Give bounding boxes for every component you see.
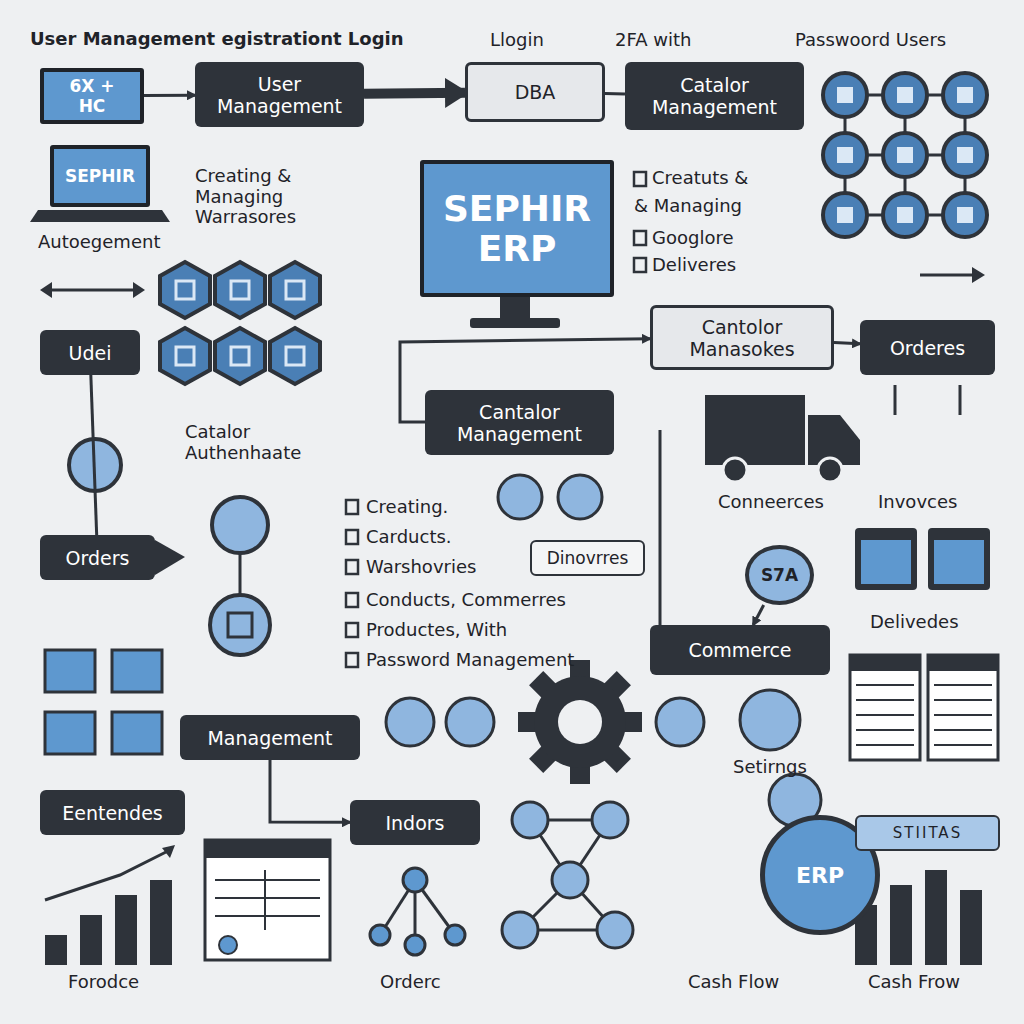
node-text: ERP <box>796 863 844 888</box>
text-label: Delivedes <box>870 612 959 633</box>
process-box: DBA <box>465 62 605 122</box>
process-box: SEPHIR ERP <box>420 160 614 297</box>
process-box: Dinovrres <box>530 540 645 576</box>
connector-arrow <box>144 94 195 97</box>
text-label: Autoegement <box>38 232 160 253</box>
node-text: DBA <box>515 81 556 103</box>
process-box: Cantolor Manasokes <box>650 305 834 370</box>
node-text: User Management <box>205 73 354 117</box>
text-label: Creating. <box>366 497 448 518</box>
text-label: Creating & Managing Warrasores <box>195 166 370 228</box>
text-label: Creatuts & <box>652 168 748 189</box>
node-text: Eentendes <box>62 802 163 824</box>
text-label: Conducts, Commerres <box>366 590 566 611</box>
process-box: Cantalor Management <box>425 390 614 455</box>
text-label: Cash Frow <box>868 972 960 993</box>
node-text: STIITAS <box>893 824 962 842</box>
text-label: Orderc <box>380 972 441 993</box>
text-label: Googlore <box>652 228 734 249</box>
text-label: Invovces <box>878 492 957 513</box>
process-box: Eentendes <box>40 790 185 835</box>
process-box: Orders <box>40 535 155 580</box>
diagram-title: User Management egistrationt Login <box>30 28 404 49</box>
text-label: 2FA with <box>615 30 691 51</box>
text-label: Productes, With <box>366 620 507 641</box>
node-text: Commerce <box>688 639 791 661</box>
node-text: 6X + HC <box>54 76 130 116</box>
connector-arrow <box>270 760 350 822</box>
node-text: Catalor Management <box>635 74 794 118</box>
node-text: SEPHIR ERP <box>434 189 600 268</box>
text-label: Password Management <box>366 650 574 671</box>
process-box: S7A <box>745 545 814 605</box>
connector-arrow <box>91 375 97 535</box>
process-box: Commerce <box>650 625 830 675</box>
text-label: Deliveres <box>652 255 736 276</box>
text-label: Forodce <box>68 972 139 993</box>
process-box: SEPHIR <box>50 145 150 207</box>
connector-arrow <box>364 88 465 99</box>
text-label: Carducts. <box>366 527 452 548</box>
text-label: Warshovries <box>366 557 476 578</box>
text-label: Catalor Authenhaate <box>185 422 345 463</box>
text-label: Llogin <box>490 30 544 51</box>
node-text: Orders <box>66 547 130 569</box>
node-text: Cantolor Manasokes <box>663 316 821 360</box>
process-box: STIITAS <box>855 815 1000 851</box>
process-box: Management <box>180 715 360 760</box>
node-text: Management <box>207 727 332 749</box>
node-text: Dinovrres <box>547 548 629 568</box>
node-text: Udei <box>69 342 112 364</box>
text-label: Setirngs <box>733 757 807 778</box>
node-text: Orderes <box>890 337 965 359</box>
process-box: Catalor Management <box>625 62 804 130</box>
connector-arrow <box>605 92 625 95</box>
node-text: Indors <box>385 812 444 834</box>
connector-arrow <box>834 342 860 343</box>
process-box: Orderes <box>860 320 995 375</box>
process-box: Udei <box>40 330 140 375</box>
text-label: Conneerces <box>718 492 824 513</box>
text-label: Cash Flow <box>688 972 779 993</box>
text-label: Passwoord Users <box>795 30 946 51</box>
node-text: S7A <box>761 565 798 585</box>
node-text: Cantalor Management <box>435 401 604 445</box>
node-text: SEPHIR <box>65 166 135 186</box>
connector-arrow <box>753 605 764 625</box>
process-box: Indors <box>350 800 480 845</box>
process-box: User Management <box>195 62 364 127</box>
text-label: & Managing <box>634 196 742 217</box>
process-box: 6X + HC <box>40 68 144 124</box>
